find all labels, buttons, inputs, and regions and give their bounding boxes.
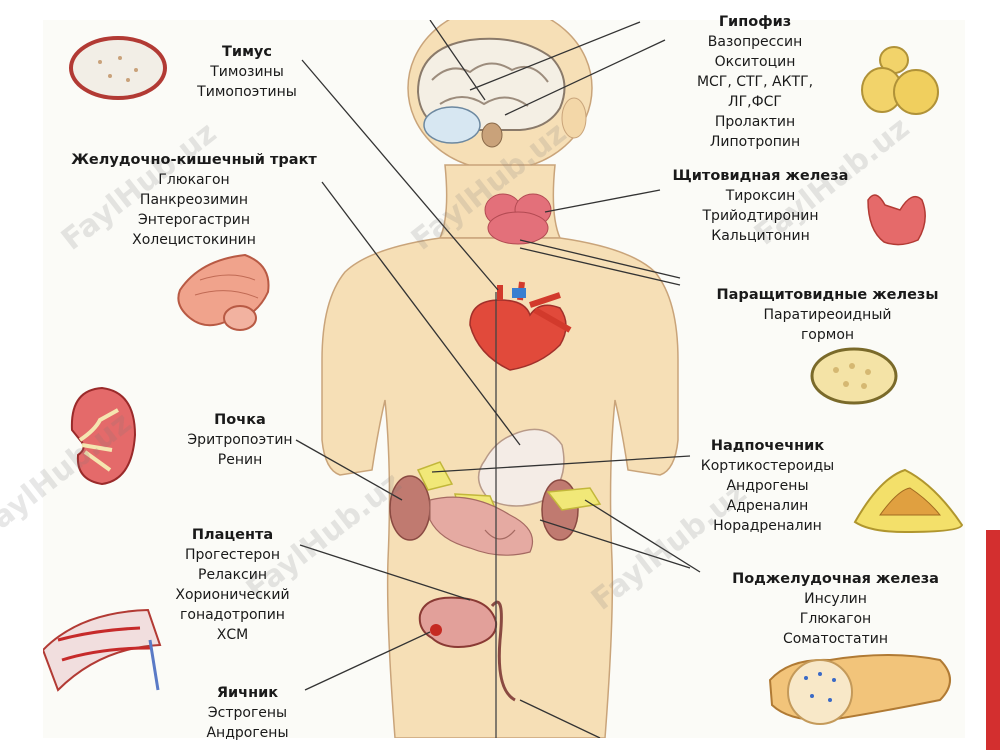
uterus bbox=[418, 596, 516, 702]
label-gi-tract: Желудочно-кишечный тракт Глюкагон Панкре… bbox=[44, 150, 344, 250]
title-kidney: Почка bbox=[214, 412, 266, 428]
gi-tissue-icon bbox=[177, 253, 270, 331]
label-kidney: Почка Эритропоэтин Ренин bbox=[160, 410, 320, 470]
accent-bar bbox=[986, 530, 1000, 750]
hormone-item: Соматостатин bbox=[782, 631, 889, 647]
title-thyroid: Щитовидная железа bbox=[672, 168, 849, 184]
hormone-item: Пролактин bbox=[714, 114, 796, 130]
parathyroid-tissue-icon bbox=[810, 347, 898, 405]
title-adrenal: Надпочечник bbox=[710, 438, 825, 454]
thymus-tissue-icon bbox=[69, 36, 167, 100]
ear bbox=[561, 97, 587, 139]
hormone-item: Окситоцин bbox=[714, 54, 796, 70]
label-pituitary: Гипофиз Вазопрессин Окситоцин МСГ, СТГ, … bbox=[655, 12, 855, 152]
hormone-item: Релаксин bbox=[198, 567, 267, 583]
adrenal-section-icon bbox=[853, 468, 964, 534]
hormone-item: МСГ, СТГ, АКТГ, bbox=[696, 74, 814, 90]
hormone-item: Инсулин bbox=[804, 591, 867, 607]
title-parathyroid: Паращитовидные железы bbox=[716, 287, 939, 303]
hormone-item: ЛГ,ФСГ bbox=[728, 94, 782, 110]
title-pancreas: Поджелудочная железа bbox=[732, 571, 939, 587]
hormone-item: Тироксин bbox=[725, 188, 796, 204]
label-placenta: Плацента Прогестерон Релаксин Хорионичес… bbox=[150, 525, 315, 645]
hormone-item: Панкреозимин bbox=[139, 192, 249, 208]
hormone-item: Энтерогастрин bbox=[137, 212, 251, 228]
hormone-item: Тимопоэтины bbox=[197, 84, 297, 100]
label-thymus: Тимус Тимозины Тимопоэтины bbox=[172, 42, 322, 102]
hormone-item: Трийодтиронин bbox=[702, 208, 819, 224]
label-ovary: Яичник Эстрогены Андрогены bbox=[185, 683, 310, 743]
hormone-item: Кальцитонин bbox=[711, 228, 810, 244]
hormone-item: Эритропоэтин bbox=[187, 432, 293, 448]
title-gi-tract: Желудочно-кишечный тракт bbox=[71, 152, 317, 168]
label-parathyroid: Паращитовидные железы Паратиреоидный гор… bbox=[690, 285, 965, 345]
hormone-item: гормон bbox=[800, 327, 855, 343]
label-pancreas: Поджелудочная железа Инсулин Глюкагон Со… bbox=[708, 569, 963, 649]
pancreas-section-icon bbox=[768, 654, 951, 725]
placenta-section-icon bbox=[43, 608, 162, 692]
hormone-item: Кортикостероиды bbox=[700, 458, 835, 474]
heart bbox=[469, 281, 572, 371]
hormone-item: Андрогены bbox=[726, 478, 809, 494]
hormone-item: Тимозины bbox=[210, 64, 284, 80]
kidney-section-icon bbox=[70, 386, 137, 486]
hormone-item: Глюкагон bbox=[158, 172, 230, 188]
hormone-item: Паратиреоидный bbox=[763, 307, 892, 323]
label-thyroid: Щитовидная железа Тироксин Трийодтиронин… bbox=[648, 166, 873, 246]
thyroid-in-body bbox=[484, 193, 552, 245]
hormone-item: Адреналин bbox=[726, 498, 809, 514]
stomach bbox=[477, 428, 565, 507]
hormone-item: гонадотропин bbox=[180, 607, 285, 623]
hormone-item: Эстрогены bbox=[207, 705, 288, 721]
brain bbox=[416, 37, 566, 148]
hormone-item: Андрогены bbox=[206, 725, 289, 741]
title-thymus: Тимус bbox=[222, 44, 272, 60]
hormone-item: Холецистокинин bbox=[132, 232, 256, 248]
hormone-item: Вазопрессин bbox=[707, 34, 803, 50]
hormone-item: Ренин bbox=[217, 452, 263, 468]
title-pituitary: Гипофиз bbox=[718, 14, 792, 30]
label-adrenal: Надпочечник Кортикостероиды Андрогены Ад… bbox=[670, 436, 865, 536]
title-ovary: Яичник bbox=[216, 685, 279, 701]
pituitary-icon bbox=[861, 46, 939, 115]
hormone-item: Хорионический bbox=[175, 587, 290, 603]
intestines bbox=[429, 496, 534, 556]
hormone-item: ХСМ bbox=[216, 627, 249, 643]
hormone-item: Норадреналин bbox=[713, 518, 822, 534]
connector-lines bbox=[295, 20, 701, 738]
hormone-item: Липотропин bbox=[709, 134, 801, 150]
thyroid-icon bbox=[867, 194, 926, 246]
hormone-item: Глюкагон bbox=[799, 611, 872, 627]
title-placenta: Плацента bbox=[191, 527, 274, 543]
hormone-item: Прогестерон bbox=[184, 547, 281, 563]
